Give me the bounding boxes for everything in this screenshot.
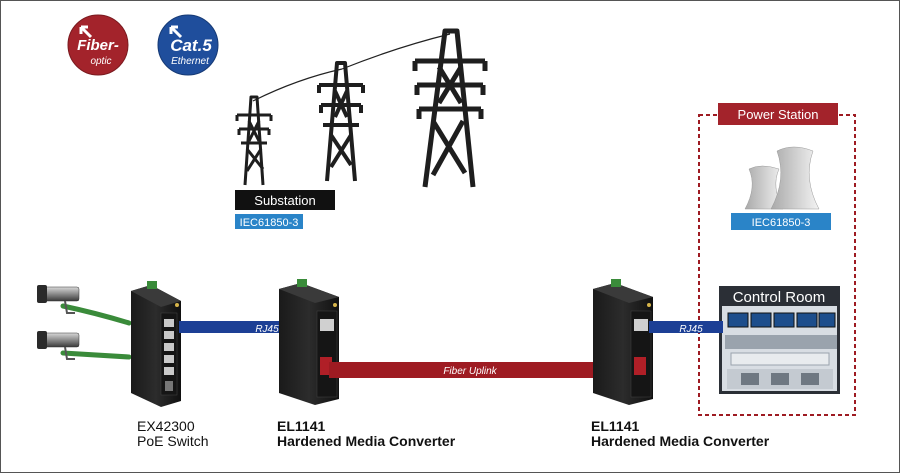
control-room-label: Control Room	[733, 289, 826, 306]
transmission-tower-icon	[235, 95, 273, 186]
substation-standard: IEC61850-3	[240, 217, 299, 229]
substation-label: Substation	[254, 193, 315, 208]
fiber-optic-badge: Fiber- optic	[67, 14, 129, 76]
control-room-image	[719, 286, 840, 394]
converter-right-desc: Hardened Media Converter	[591, 433, 770, 449]
power-station-standard: IEC61850-3	[752, 217, 811, 229]
rj45-left-label: RJ45	[255, 324, 279, 335]
transmission-tower-icon	[412, 28, 488, 188]
ip-camera-icon	[37, 285, 80, 314]
power-station-label: Power Station	[738, 107, 819, 122]
power-station-standard-tag: IEC61850-3	[731, 213, 831, 230]
converter-left-caption: EL1141 Hardened Media Converter	[277, 419, 455, 449]
cat5-badge-line1: Cat.5	[170, 36, 212, 55]
media-converter-right-device	[593, 279, 653, 405]
fiber-arrow-icon	[79, 25, 93, 39]
poe-cable	[60, 303, 132, 360]
power-line-wires	[252, 33, 451, 102]
fiber-badge-line1: Fiber-	[77, 37, 119, 54]
converter-right-model: EL1141	[591, 418, 640, 434]
switch-desc: PoE Switch	[137, 433, 209, 449]
rj45-right-label: RJ45	[679, 324, 703, 335]
poe-switch-device	[131, 281, 181, 407]
ip-camera-icon	[37, 331, 80, 360]
ethernet-arrow-icon	[169, 25, 183, 39]
substation-tag: Substation	[235, 190, 335, 210]
fiber-uplink-label: Fiber Uplink	[443, 366, 497, 377]
converter-right-caption: EL1141 Hardened Media Converter	[591, 419, 769, 449]
converter-left-desc: Hardened Media Converter	[277, 433, 456, 449]
cooling-tower-icon	[744, 146, 820, 210]
transmission-tower-icon	[317, 61, 365, 182]
cat5-badge: Cat.5 Ethernet	[157, 14, 219, 76]
switch-model: EX42300	[137, 418, 195, 434]
rj45-link-right: RJ45	[649, 321, 723, 335]
cat5-badge-line2: Ethernet	[171, 56, 210, 67]
substation-standard-tag: IEC61850-3	[235, 214, 303, 229]
fiber-badge-line2: optic	[90, 56, 111, 67]
converter-left-model: EL1141	[277, 418, 326, 434]
switch-caption: EX42300 PoE Switch	[137, 419, 209, 449]
media-converter-left-device	[279, 279, 339, 405]
power-station-tag: Power Station	[718, 103, 838, 125]
fiber-uplink-link: Fiber Uplink	[329, 362, 609, 378]
